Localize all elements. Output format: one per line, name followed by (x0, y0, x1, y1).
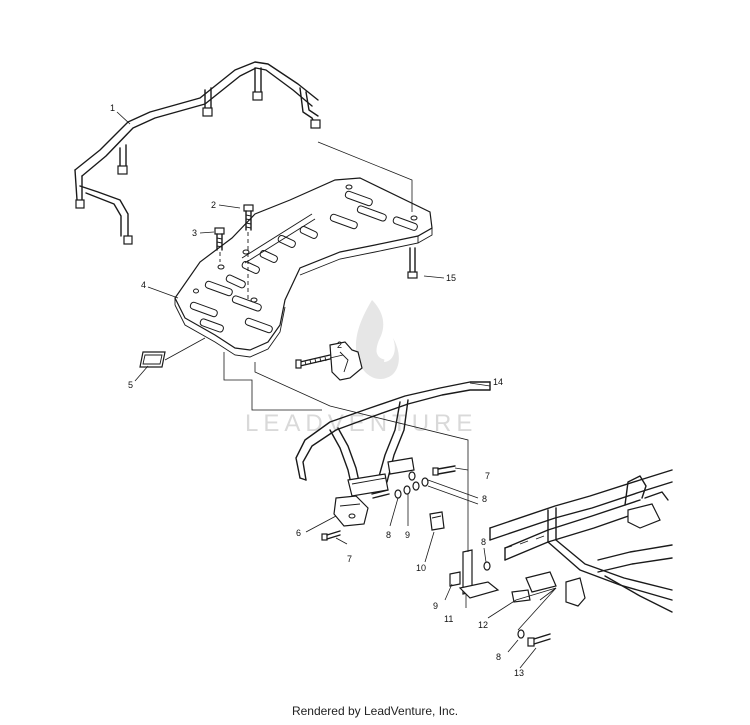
rack-plate (174, 177, 433, 358)
callout-2: 2 (211, 200, 216, 210)
bracket-bolt (295, 341, 363, 381)
grab-handle (295, 381, 491, 497)
callout-13: 13 (514, 668, 524, 678)
callout-4: 4 (141, 280, 146, 290)
atv-frame (489, 469, 673, 613)
render-credit: Rendered by LeadVenture, Inc. (291, 704, 459, 718)
leader-lines (116, 111, 557, 669)
reflector (139, 337, 206, 368)
callout-2-lower: 2 (337, 340, 342, 350)
callout-12: 12 (478, 620, 488, 630)
callout-11: 11 (444, 614, 453, 624)
washers-nuts (394, 471, 445, 531)
callout-8-left: 8 (386, 530, 391, 540)
callout-9-lower: 9 (433, 601, 438, 611)
support-post (449, 549, 557, 647)
callout-14: 14 (493, 377, 503, 387)
callout-6: 6 (296, 528, 301, 538)
watermark-text: LEADVENTURE (245, 410, 477, 437)
rear-rack-rail (74, 61, 321, 245)
rack-bolts (214, 204, 418, 300)
callout-8-post: 8 (481, 537, 486, 547)
mount-bracket (321, 465, 456, 541)
callout-numbers: 1 2 3 4 15 2 5 14 7 8 6 8 9 8 7 10 9 11 … (110, 103, 524, 678)
callout-8-right: 8 (482, 494, 487, 504)
callout-7-lower: 7 (347, 554, 352, 564)
callout-8-bottom: 8 (496, 652, 501, 662)
callout-3: 3 (192, 228, 197, 238)
watermark: LEADVENTURE (245, 300, 477, 437)
callout-5: 5 (128, 380, 133, 390)
callout-10: 10 (416, 563, 426, 573)
callout-15: 15 (446, 273, 456, 283)
callout-1: 1 (110, 103, 115, 113)
callout-9-upper: 9 (405, 530, 410, 540)
callout-7-right: 7 (485, 471, 490, 481)
